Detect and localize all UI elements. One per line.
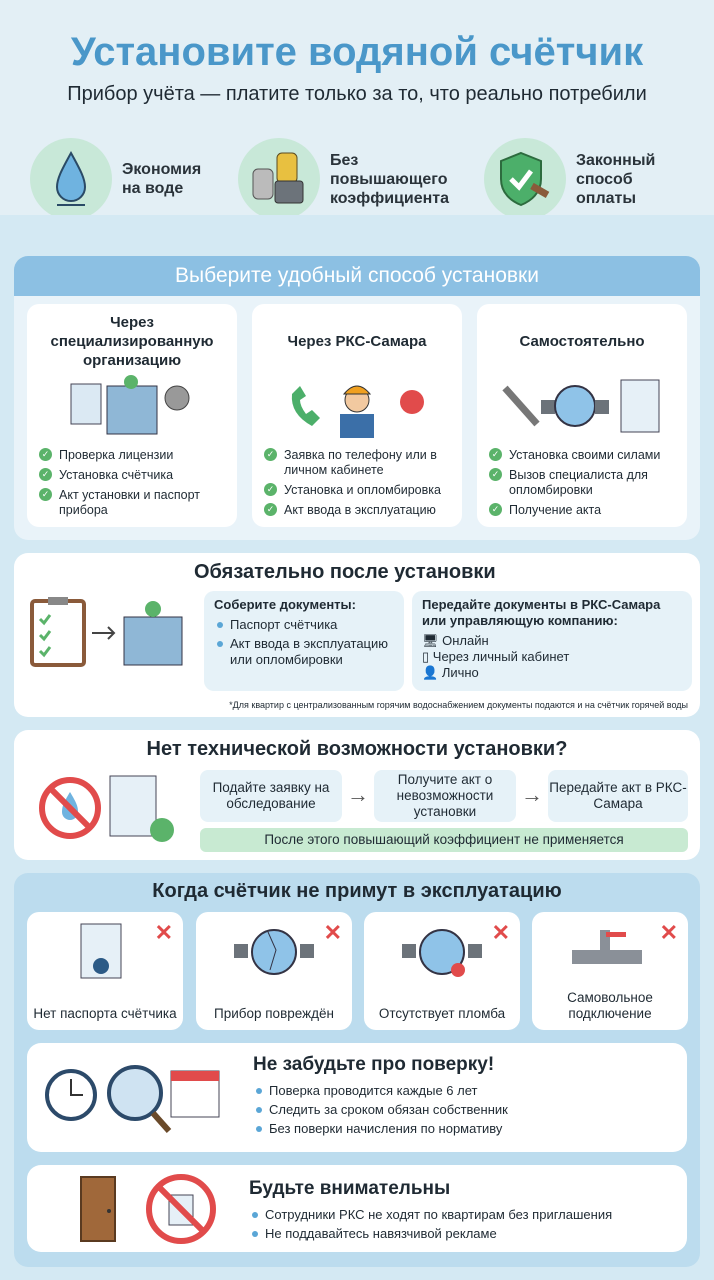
attention-title: Будьте внимательны [249,1178,451,1199]
coins-wallet-icon [238,138,320,220]
reject-no-seal: ✕ Отсутствует пломба [364,912,520,1030]
after-install-title: Обязательно после установки [194,561,496,583]
no-water-document-icon [38,770,178,851]
cross-icon: ✕ [154,920,173,945]
phone-worker-icon [264,370,450,442]
step-get-act: Получите акт о невозможности установки [374,770,516,822]
benefit-coefficient: Без повышающего коэффициента [238,138,478,220]
shield-gavel-icon [484,138,566,220]
wrench-meter-document-icon [489,370,675,442]
no-possibility-panel: Нет технической возможности установки? П… [14,730,700,860]
submit-online: 🖥 Онлайн [422,633,489,648]
reject-no-passport: ✕ Нет паспорта счётчика [27,912,183,1030]
water-drop-icon [30,138,112,220]
after-install-panel: Обязательно после установки Соберите док… [14,553,700,717]
verification-title: Не забудьте про поверку! [253,1054,495,1075]
submit-personal: 👤 Лично [422,665,479,680]
verification-panel: Не забудьте про поверку! Поверка проводи… [27,1043,687,1152]
rejection-title: Когда счётчик не примут в эксплуатацию [152,880,562,902]
benefit-water: Экономия на воде [30,138,220,220]
clipboard-arrow-building-icon [28,597,198,674]
cross-icon: ✕ [323,920,342,945]
attention-panel: Будьте внимательны Сотрудники РКС не ход… [27,1165,687,1252]
pipe-valve-icon [572,930,642,964]
cross-icon: ✕ [491,920,510,945]
monitor-icon: 🖥 [422,633,439,648]
methods-header: Выберите удобный способ установки [14,256,700,296]
arrow-right-icon: → [347,782,369,807]
reject-damaged: ✕ Прибор повреждён [196,912,352,1030]
submit-cabinet: ▯ Через личный кабинет [422,649,570,664]
door-no-ads-icon [77,1173,217,1250]
page-subtitle: Прибор учёта — платите только за то, что… [67,83,647,105]
method-card-self: Самостоятельно Установка своими силамиВы… [477,304,687,527]
reject-unauthorized: ✕ Самовольное подключение [532,912,688,1030]
meter-seal-icon [402,929,482,977]
submit-documents-box: Передайте документы в РКС-Самара или упр… [412,591,692,691]
page-title: Установите водяной счётчик [70,30,644,74]
person-icon: 👤 [422,665,439,680]
method-card-organization: Через специализированную организацию Про… [27,304,237,527]
phone-icon: ▯ [422,649,430,664]
document-icon [80,923,122,979]
no-possibility-title: Нет технической возможности установки? [146,738,568,760]
clock-meter-calendar-icon [45,1055,225,1144]
benefit-legal: Законный способ оплаты [484,138,704,220]
method-card-rks: Через РКС-Самара Заявка по телефону или … [252,304,462,527]
coefficient-note: После этого повышающий коэффициент не пр… [200,828,688,852]
cross-icon: ✕ [659,920,678,945]
arrow-right-icon: → [521,782,543,807]
documents-building-icon [39,370,225,442]
step-submit-act: Передайте акт в РКС-Самара [548,770,688,822]
step-apply: Подайте заявку на обследование [200,770,342,822]
footnote: *Для квартир с централизованным горячим … [229,700,688,710]
damaged-meter-icon [234,929,314,975]
